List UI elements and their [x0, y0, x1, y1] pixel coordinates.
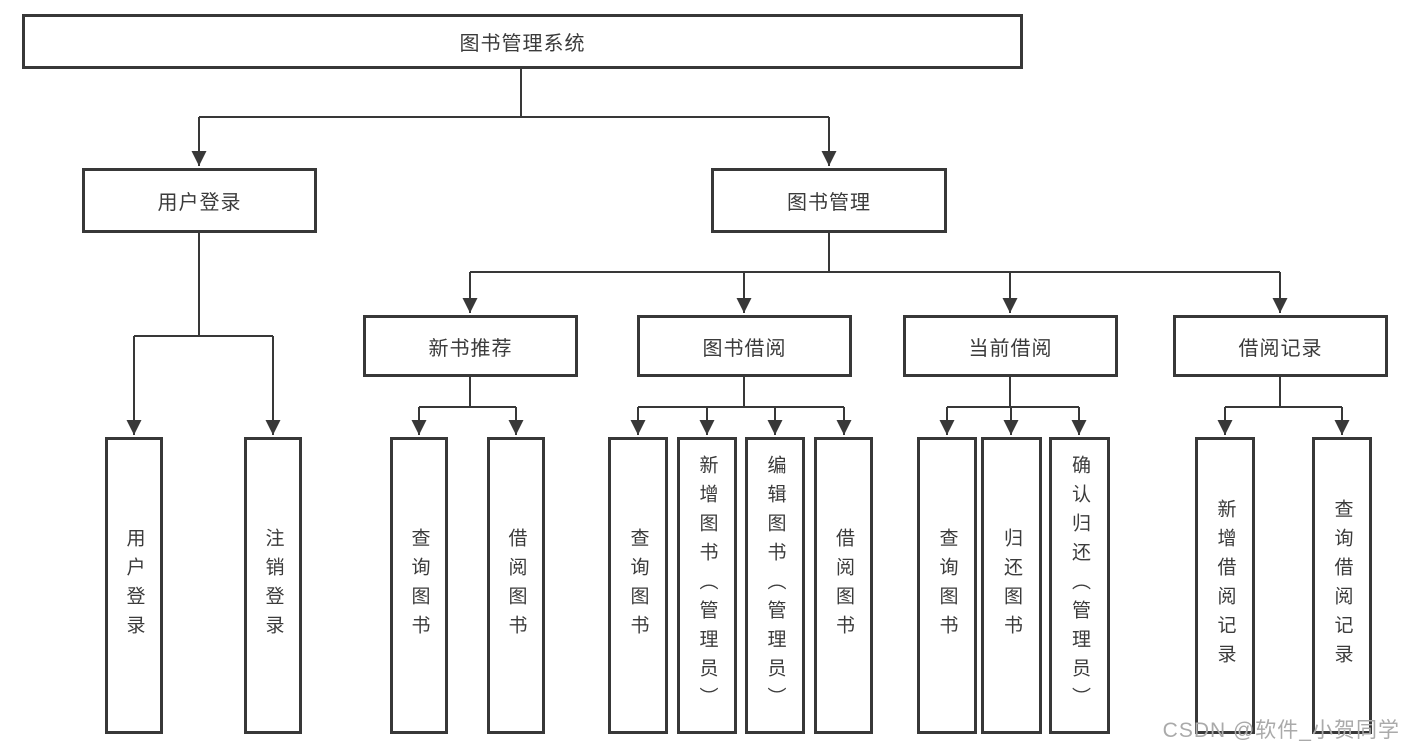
leaf-label: 编辑图书（管理员）: [764, 455, 786, 716]
node-book-management: 图书管理: [711, 168, 947, 233]
leaf-borrow-books-recommend: 借阅图书: [487, 437, 545, 734]
leaf-user-login: 用户登录: [105, 437, 163, 734]
leaf-label: 用户登录: [123, 527, 145, 644]
leaf-logout: 注销登录: [244, 437, 302, 734]
leaf-label: 归还图书: [1001, 527, 1022, 644]
leaf-label: 注销登录: [262, 527, 284, 644]
leaf-label: 借阅图书: [833, 527, 854, 644]
leaf-query-borrow-record: 查询借阅记录: [1312, 437, 1372, 734]
leaf-confirm-return-admin: 确认归还（管理员）: [1049, 437, 1110, 734]
node-label: 用户登录: [157, 192, 242, 214]
node-label: 图书管理系统: [459, 33, 586, 55]
leaf-label: 新增借阅记录: [1214, 498, 1236, 673]
node-book-borrowing: 图书借阅: [637, 315, 852, 377]
leaf-edit-book-admin: 编辑图书（管理员）: [745, 437, 805, 734]
leaf-label: 查询图书: [408, 527, 430, 644]
leaf-query-books-recommend: 查询图书: [390, 437, 448, 734]
node-borrowing-records: 借阅记录: [1173, 315, 1388, 377]
leaf-return-book: 归还图书: [981, 437, 1042, 734]
leaf-label: 新增图书（管理员）: [696, 455, 718, 716]
leaf-query-books-current: 查询图书: [917, 437, 977, 734]
leaf-add-book-admin: 新增图书（管理员）: [677, 437, 737, 734]
leaf-label: 查询图书: [627, 527, 649, 644]
leaf-add-borrow-record: 新增借阅记录: [1195, 437, 1255, 734]
leaf-label: 查询借阅记录: [1331, 498, 1353, 673]
node-label: 借阅记录: [1238, 337, 1323, 360]
node-label: 当前借阅: [968, 337, 1053, 360]
leaf-borrow-books-borrowing: 借阅图书: [814, 437, 873, 734]
node-current-borrowing: 当前借阅: [903, 315, 1118, 377]
leaf-label: 借阅图书: [505, 527, 527, 644]
leaf-label: 确认归还（管理员）: [1069, 455, 1090, 716]
node-label: 图书借阅: [702, 337, 787, 360]
csdn-watermark: CSDN @软件_小贺同学: [1162, 719, 1400, 742]
node-library-management-system: 图书管理系统: [22, 14, 1023, 69]
node-label: 图书管理: [787, 192, 871, 214]
leaf-query-books-borrowing: 查询图书: [608, 437, 668, 734]
node-user-login: 用户登录: [82, 168, 317, 233]
leaf-label: 查询图书: [936, 527, 958, 644]
node-label: 新书推荐: [428, 337, 513, 360]
node-new-book-recommend: 新书推荐: [363, 315, 578, 377]
